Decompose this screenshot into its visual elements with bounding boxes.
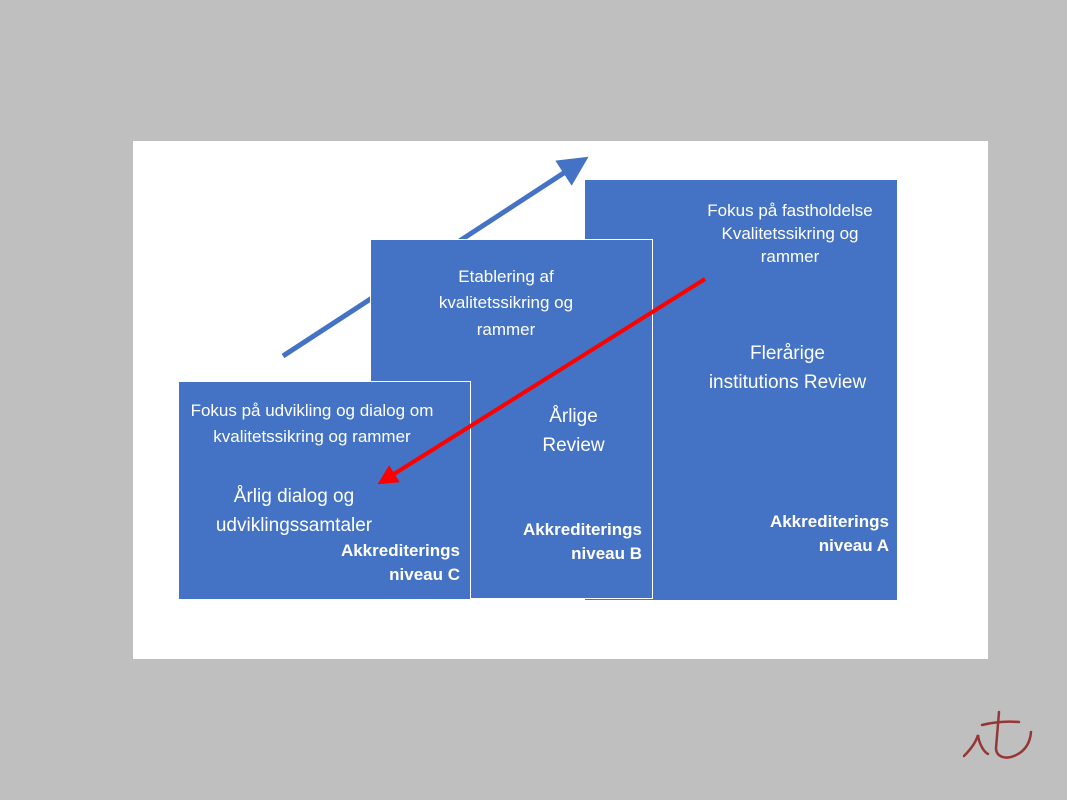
level-b-label: Akkrediterings niveau B (523, 518, 642, 566)
level-c-focus: Fokus på udvikling og dialog om kvalitet… (190, 401, 434, 446)
level-a-label-line2: niveau A (818, 535, 889, 555)
level-c-label-line2: niveau C (389, 564, 460, 584)
level-a-label: Akkrediterings niveau A (770, 510, 889, 558)
level-b-review: Årlige Review (542, 406, 605, 456)
level-c-box: Fokus på udvikling og dialog om kvalitet… (178, 381, 471, 600)
level-c-label: Akkrediterings niveau C (341, 539, 460, 587)
level-b-focus: Etablering af kvalitetssikring og rammer (438, 267, 574, 339)
level-b-label-line2: niveau B (571, 543, 642, 563)
level-b-label-line1: Akkrediterings (522, 520, 642, 539)
level-a-focus: Fokus på fastholdelse Kvalitetssikring o… (707, 201, 873, 266)
level-c-review: Årlig dialog og udviklingssamtaler (215, 486, 373, 536)
level-c-label-line1: Akkrediterings (340, 541, 460, 560)
logo-icon (962, 710, 1033, 759)
level-a-review: Flerårige institutions Review (708, 343, 867, 393)
level-a-label-line1: Akkrediterings (769, 512, 889, 531)
